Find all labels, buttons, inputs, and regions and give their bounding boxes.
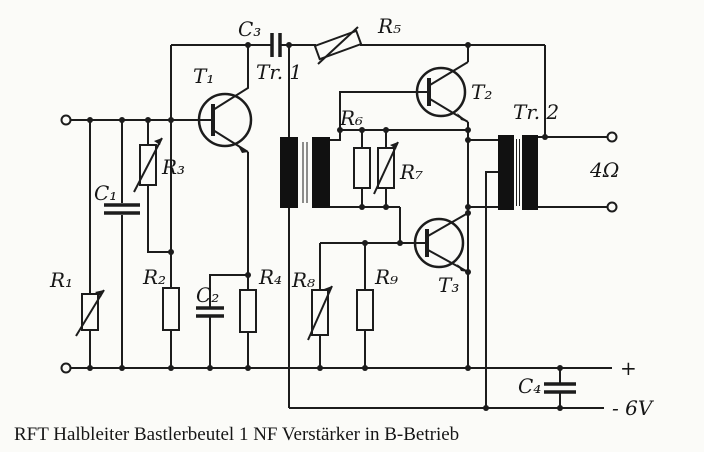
- speaker-terminal-top: [606, 131, 618, 143]
- resistor-r8-trimmer: [307, 285, 333, 341]
- resistor-r7-trimmer: [373, 141, 399, 195]
- label-tr1: Tr. 1: [256, 60, 302, 84]
- resistor-r5-adjustable: [313, 26, 363, 65]
- ground-terminal: [60, 362, 72, 374]
- label-t1: T₁: [193, 64, 214, 88]
- resistor-r1-potentiometer: [75, 289, 105, 337]
- label-c1: C₁: [94, 181, 117, 205]
- label-minus-rail: - 6V: [612, 396, 655, 420]
- transformer-tr2: [498, 135, 538, 210]
- label-c3: C₃: [238, 17, 261, 41]
- transistor-t3: [413, 217, 468, 272]
- label-r7: R₇: [399, 160, 423, 184]
- label-r3: R₃: [161, 155, 185, 179]
- label-r2: R₂: [142, 265, 166, 289]
- label-r5: R₅: [377, 14, 401, 38]
- label-c4: C₄: [518, 374, 541, 398]
- resistor-r3-trimmer: [133, 137, 163, 193]
- capacitor-c2: [196, 306, 224, 318]
- transformer-tr1: [280, 137, 330, 208]
- resistor-r9: [356, 289, 374, 331]
- transistor-t1: [197, 92, 253, 153]
- label-r6: R₆: [339, 106, 363, 130]
- label-plus-rail: +: [620, 356, 637, 380]
- resistor-r6: [353, 147, 371, 189]
- capacitor-c3: [270, 33, 282, 57]
- label-r1: R₁: [49, 268, 73, 292]
- label-c2: C₂: [196, 283, 219, 307]
- label-r9: R₉: [374, 265, 398, 289]
- capacitor-c1: [104, 203, 140, 215]
- resistor-r4: [239, 289, 257, 333]
- label-r8: R₈: [291, 268, 315, 292]
- label-t3: T₃: [438, 273, 459, 297]
- transistor-t2: [415, 66, 468, 122]
- label-tr2: Tr. 2: [513, 100, 559, 124]
- resistor-r2: [162, 287, 180, 331]
- capacitor-c4: [544, 382, 576, 394]
- caption: RFT Halbleiter Bastlerbeutel 1 NF Verstä…: [14, 424, 459, 445]
- speaker-terminal-bottom: [606, 201, 618, 213]
- input-terminal: [60, 114, 72, 126]
- label-output-impedance: 4Ω: [589, 158, 619, 182]
- label-r4: R₄: [258, 265, 282, 289]
- label-t2: T₂: [471, 80, 492, 104]
